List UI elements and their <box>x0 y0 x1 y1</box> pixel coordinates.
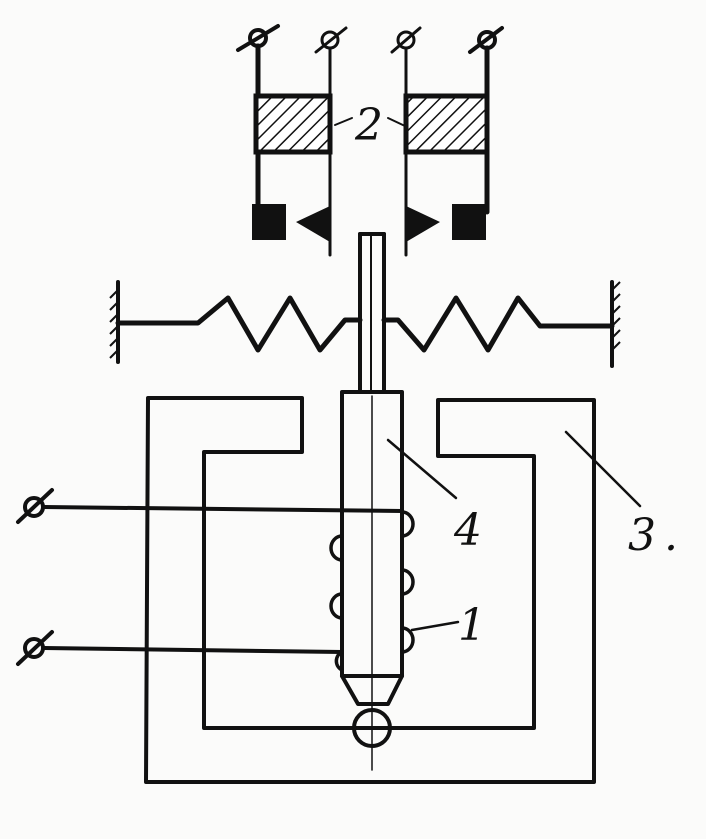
moving-contact <box>406 206 440 242</box>
svg-text:3: 3 <box>628 510 656 561</box>
actuator-rod <box>358 232 386 394</box>
svg-text:4: 4 <box>453 505 482 556</box>
svg-text:1: 1 <box>458 600 486 651</box>
svg-text:2: 2 <box>354 100 383 151</box>
plunger <box>340 390 404 771</box>
contact-group-left <box>236 24 348 257</box>
label-coil: 1 <box>410 600 486 651</box>
magnetic-yoke <box>144 396 596 784</box>
spring-right <box>381 280 621 368</box>
coil-lead-bottom <box>16 630 344 666</box>
fixed-contact <box>452 204 486 240</box>
contact-group-right <box>390 26 504 257</box>
insulator-block <box>253 93 333 155</box>
insulator-block <box>403 93 490 155</box>
label-plunger: 4 <box>386 438 482 556</box>
moving-contact <box>296 206 330 242</box>
label-contacts: 2 <box>334 100 406 151</box>
coil-lead-top <box>16 488 404 524</box>
label-yoke: 3 . <box>564 430 678 561</box>
spring-left <box>109 280 363 364</box>
svg-text:.: . <box>664 510 678 561</box>
fixed-contact <box>252 204 286 240</box>
